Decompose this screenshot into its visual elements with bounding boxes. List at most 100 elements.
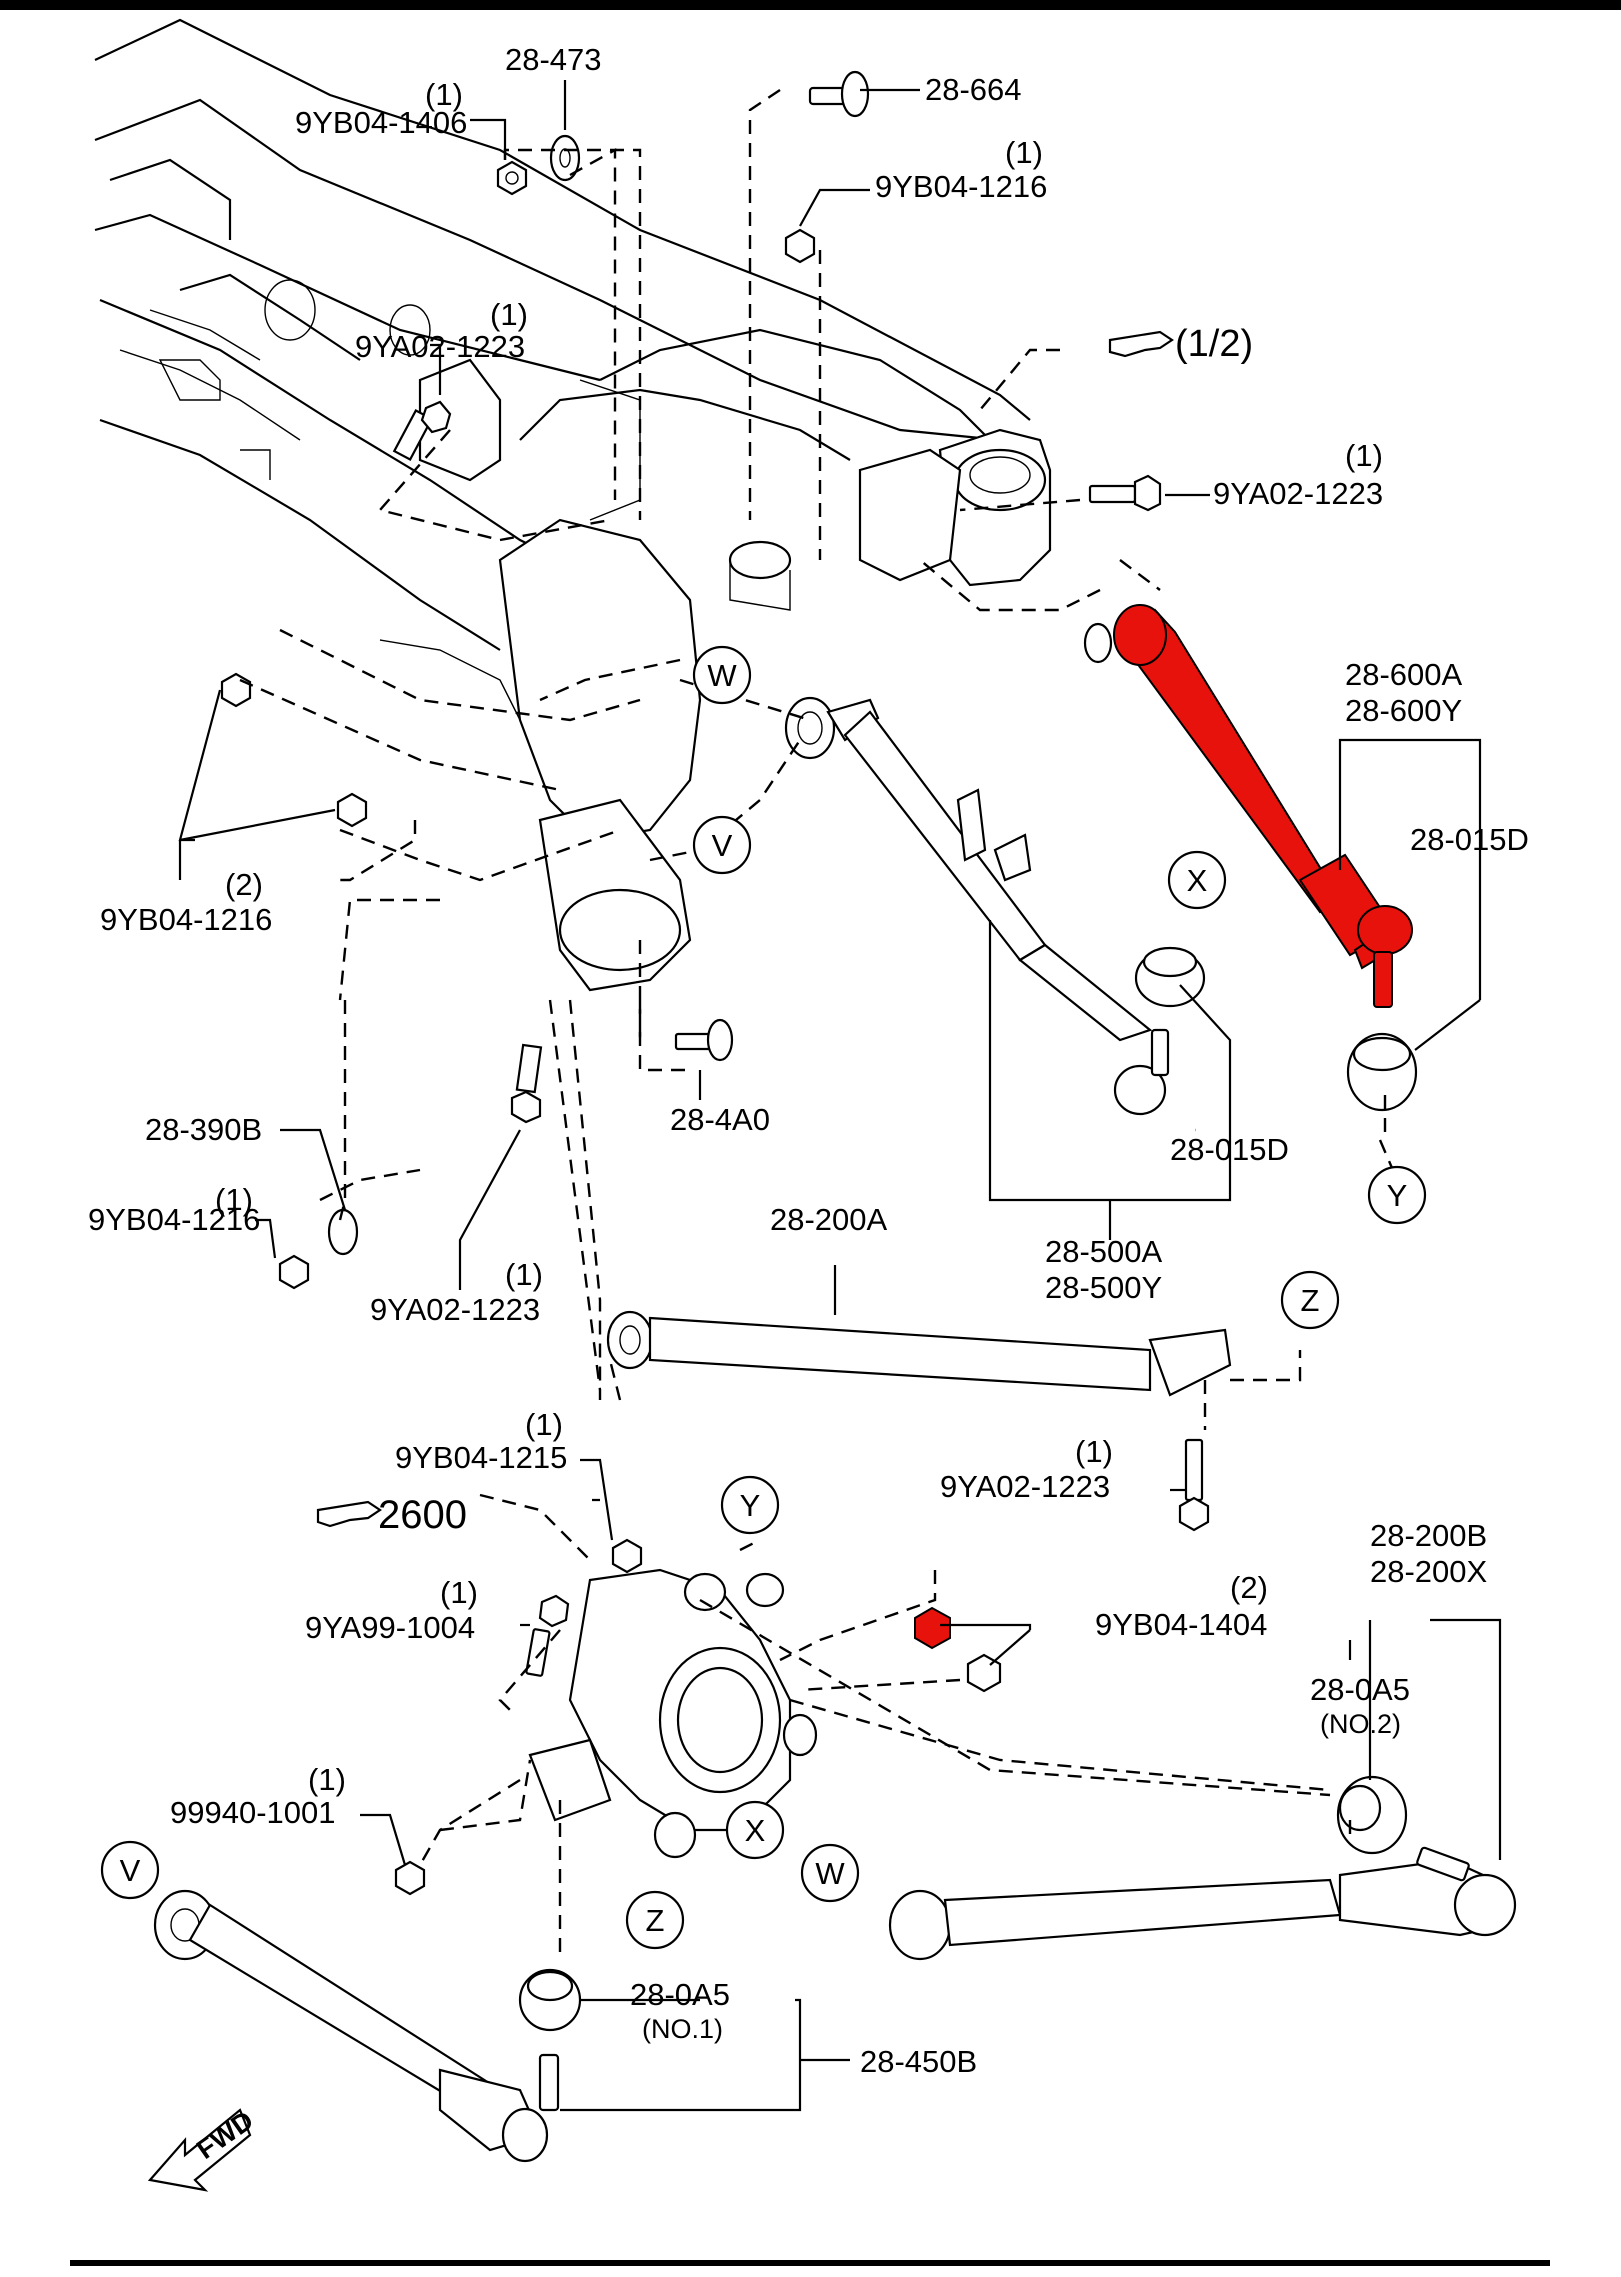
top-border-bar — [0, 0, 1621, 10]
pointing-hand-icon-2600 — [316, 1500, 382, 1528]
label-9ya02-1223-a-qty: (1) — [490, 297, 528, 332]
label-28-015d-right: 28-015D — [1410, 822, 1529, 857]
bolt-9ya02-1223-d — [1178, 1438, 1210, 1532]
callout-letter: W — [707, 658, 737, 693]
label-9ya02-1223-d: 9YA02-1223 — [940, 1469, 1110, 1504]
label-28-500y: 28-500Y — [1045, 1270, 1162, 1305]
nut-9yb04-1216-left-1 — [220, 672, 252, 708]
bolt-28-4a0 — [674, 1018, 734, 1062]
label-28-0a5-no1: 28-0A5 — [630, 1977, 730, 2012]
washer-28-390b — [327, 1208, 359, 1256]
bushing-28-0a5-no1 — [518, 1968, 582, 2032]
label-28-473: 28-473 — [505, 42, 602, 77]
label-28-0a5-no2: 28-0A5 — [1310, 1672, 1410, 1707]
label-99940-1001: 99940-1001 — [170, 1795, 336, 1830]
bottom-border-bar — [70, 2260, 1550, 2266]
callout-letter: W — [815, 1856, 845, 1891]
bushing-28-015d-mid — [1134, 946, 1206, 1008]
nut-9yb04-1216-left-2 — [336, 792, 368, 828]
label-9yb04-1216-top-qty: (1) — [1005, 135, 1043, 170]
bushing-28-015d-right — [1346, 1032, 1418, 1112]
bolt-9ya02-1223-c — [510, 1043, 543, 1124]
label-99940-1001-qty: (1) — [308, 1762, 346, 1797]
label-9yb04-1406: 9YB04-1406 — [295, 105, 467, 140]
label-28-200b: 28-200B — [1370, 1518, 1487, 1553]
rear-lateral-link-28-600a-highlighted — [1083, 604, 1413, 1008]
callout-x-low: X — [725, 1800, 785, 1860]
label-9yb04-1216-left-qty: (2) — [225, 867, 263, 902]
part-labels: 28-473 (1) 9YB04-1406 28-664 (1) 9YB04-1… — [88, 42, 1529, 2165]
label-no1: (NO.1) — [642, 2014, 723, 2044]
bolt-9ya02-1223-b — [1088, 474, 1162, 512]
callout-x-top: X — [1167, 850, 1227, 910]
callout-letter: Y — [740, 1488, 761, 1523]
label-28-600y: 28-600Y — [1345, 693, 1462, 728]
label-9yb04-1404: 9YB04-1404 — [1095, 1607, 1267, 1642]
bolt-9ya02-1223-a — [392, 400, 452, 462]
nut-9yb04-1404-highlighted — [914, 1606, 951, 1650]
nut-99940-1001 — [394, 1860, 426, 1896]
label-9yb04-1215: 9YB04-1215 — [395, 1440, 567, 1475]
label-28-200a: 28-200A — [770, 1202, 888, 1237]
bolt-9ya99-1004 — [525, 1594, 570, 1677]
callout-z-top: Z — [1280, 1270, 1340, 1330]
label-no2: (NO.2) — [1320, 1709, 1401, 1739]
label-9ya02-1223-c: 9YA02-1223 — [370, 1292, 540, 1327]
nut-9yb04-1215 — [611, 1538, 643, 1574]
callout-v-low: V — [100, 1840, 160, 1900]
callout-letter: Y — [1387, 1178, 1408, 1213]
label-9ya02-1223-a: 9YA02-1223 — [355, 329, 525, 364]
callout-letter: V — [712, 828, 733, 863]
callout-letter: Z — [1301, 1283, 1320, 1318]
label-9ya02-1223-b-qty: (1) — [1345, 438, 1383, 473]
label-28-600a: 28-600A — [1345, 657, 1463, 692]
upper-arm-28-200a — [606, 1310, 1232, 1397]
label-28-4a0: 28-4A0 — [670, 1102, 770, 1137]
label-9yb04-1216-top: 9YB04-1216 — [875, 169, 1047, 204]
label-28-450b: 28-450B — [860, 2044, 977, 2079]
callout-y-low: Y — [720, 1475, 780, 1535]
label-9yb04-1216-b-qty: (1) — [215, 1182, 253, 1217]
callout-letter: V — [120, 1853, 141, 1888]
lower-arm-28-200b — [888, 1846, 1517, 1961]
leader-lines — [178, 80, 1502, 2112]
fwd-arrow-icon — [147, 2108, 252, 2192]
nut-9yb04-1216-top — [784, 228, 816, 264]
label-9yb04-1216-b: 9YB04-1216 — [88, 1202, 260, 1237]
callout-w-low: W — [800, 1843, 860, 1903]
callout-letter: X — [1187, 863, 1208, 898]
pointing-hand-icon-1-2 — [1108, 330, 1174, 358]
callout-letter: X — [745, 1813, 766, 1848]
label-9yb04-1404-qty: (2) — [1230, 1570, 1268, 1605]
bolt-28-664 — [808, 70, 870, 118]
label-9ya02-1223-d-qty: (1) — [1075, 1434, 1113, 1469]
label-28-390b: 28-390B — [145, 1112, 262, 1147]
callout-y-top: Y — [1367, 1165, 1427, 1225]
bushing-28-0a5-no2 — [1336, 1775, 1408, 1855]
dashed-connection-lines — [239, 89, 1397, 1960]
label-28-015d-mid: 28-015D — [1170, 1132, 1289, 1167]
label-ref-2600: 2600 — [378, 1493, 467, 1537]
label-9yb04-1216-left: 9YB04-1216 — [100, 902, 272, 937]
label-ref-1-2: (1/2) — [1175, 323, 1253, 365]
nut-9yb04-1216-b — [278, 1254, 310, 1290]
label-28-500a: 28-500A — [1045, 1234, 1163, 1269]
label-9ya99-1004: 9YA99-1004 — [305, 1610, 475, 1645]
crossmember-subframe — [94, 18, 1052, 992]
washer-28-473 — [549, 134, 581, 182]
knuckle-2600 — [528, 1568, 818, 1859]
label-28-664: 28-664 — [925, 72, 1022, 107]
callout-z-low: Z — [625, 1890, 685, 1950]
toe-link-28-500a — [784, 696, 1170, 1116]
lower-link-28-450b — [153, 1889, 560, 2163]
label-9ya02-1223-b: 9YA02-1223 — [1213, 476, 1383, 511]
callout-w-top: W — [692, 645, 752, 705]
label-9ya99-1004-qty: (1) — [440, 1575, 478, 1610]
label-9yb04-1215-qty: (1) — [525, 1407, 563, 1442]
label-9yb04-1406-qty: (1) — [425, 77, 463, 112]
callout-letter: Z — [646, 1903, 665, 1938]
label-9ya02-1223-c-qty: (1) — [505, 1257, 543, 1292]
callout-v-top: V — [692, 815, 752, 875]
nut-9yb04-1406 — [496, 160, 528, 196]
